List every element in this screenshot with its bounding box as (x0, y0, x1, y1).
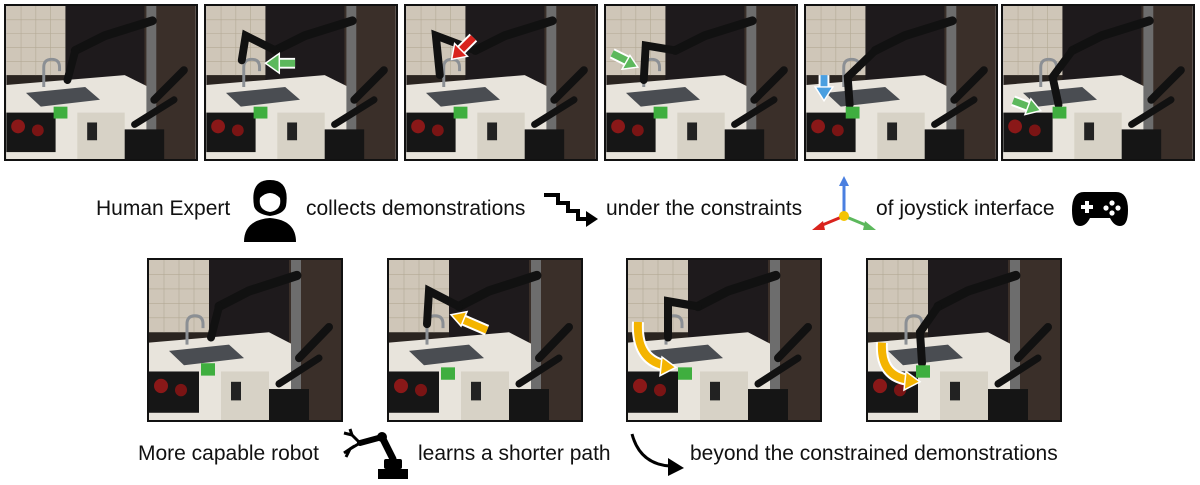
caption-joystick: of joystick interface (876, 197, 1055, 220)
green-cube (53, 106, 68, 119)
caption-beyond: beyond the constrained demonstrations (690, 442, 1058, 465)
caption-learns: learns a shorter path (418, 442, 611, 465)
green-arrow-icon (1011, 95, 1043, 116)
robot-scene-image (206, 6, 396, 159)
curved-yellow-arrow-icon (875, 342, 922, 392)
robot-scene-image (149, 260, 341, 420)
xyz-axes-icon (808, 174, 880, 236)
green-cube (916, 365, 930, 378)
policy-frame-2 (387, 258, 583, 422)
green-cube (453, 106, 468, 119)
green-arrow-icon (264, 51, 296, 75)
caption-collects: collects demonstrations (306, 197, 526, 220)
policy-frame-4 (866, 258, 1062, 422)
green-cube (678, 367, 692, 380)
robot-scene-image (389, 260, 581, 420)
robot-scene-image (1003, 6, 1193, 159)
red-arrow-icon (450, 33, 478, 61)
demo-frame-1 (4, 4, 198, 161)
robot-scene-image (6, 6, 196, 159)
staircase-arrow-icon (542, 191, 600, 231)
policy-frame-1 (147, 258, 343, 422)
caption-under-constraints: under the constraints (606, 197, 803, 220)
caption-human-expert: Human Expert (96, 197, 231, 220)
robot-arm-icon (338, 425, 410, 481)
caption-robot: More capable robot (138, 442, 319, 465)
green-cube (653, 106, 668, 119)
policy-frame-3 (626, 258, 822, 422)
green-cube (253, 106, 268, 119)
green-cube (1052, 106, 1067, 119)
robot-scene-image (406, 6, 596, 159)
yellow-arrow-icon (449, 310, 490, 336)
blue-arrow-icon (813, 75, 835, 103)
green-cube (845, 106, 860, 119)
robot-scene-image (606, 6, 796, 159)
curved-arrow-icon (626, 432, 688, 478)
green-cube (441, 367, 455, 380)
green-cube (201, 363, 215, 376)
demo-frame-6 (1001, 4, 1195, 161)
curved-yellow-arrow-icon (631, 321, 678, 377)
person-icon (240, 176, 300, 242)
robot-scene-image (868, 260, 1060, 420)
demo-frame-5 (804, 4, 998, 161)
demo-frame-2 (204, 4, 398, 161)
robot-scene-image (806, 6, 996, 159)
gamepad-icon (1070, 188, 1130, 228)
robot-scene-image (628, 260, 820, 420)
demo-frame-4 (604, 4, 798, 161)
green-arrow-icon (609, 48, 640, 71)
demo-frame-3 (404, 4, 598, 161)
